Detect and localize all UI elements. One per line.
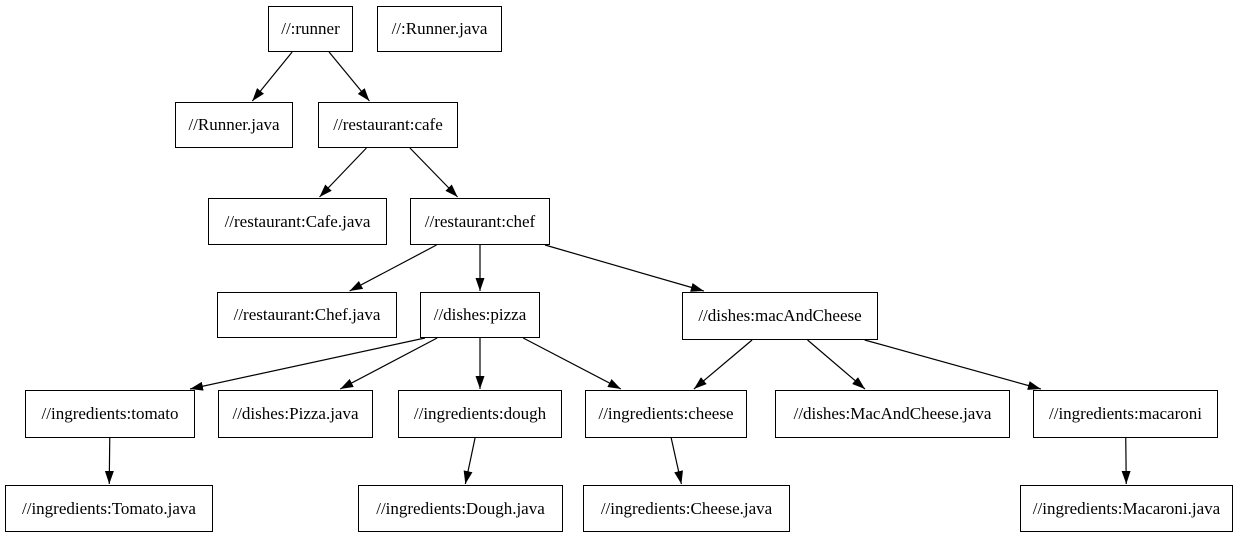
node-label: //dishes:Pizza.java <box>232 404 359 423</box>
graph-node-cafe: //restaurant:cafe <box>318 102 458 148</box>
node-label: //ingredients:tomato <box>41 404 179 423</box>
graph-node-cheese: //ingredients:cheese <box>585 390 747 438</box>
node-label: //ingredients:Macaroni.java <box>1032 498 1221 518</box>
node-label: //:Runner.java <box>391 19 488 38</box>
graph-edge-mac-and-cheese-to-mac-and-cheese-java <box>807 339 866 390</box>
graph-node-mac-and-cheese: //dishes:macAndCheese <box>682 292 878 340</box>
graph-edge-mac-and-cheese-to-cheese <box>693 339 753 390</box>
node-label: //ingredients:dough <box>413 404 547 423</box>
graph-edge-cafe-to-chef <box>409 147 459 198</box>
graph-node-runner-java-file: //:Runner.java <box>377 6 502 52</box>
graph-node-pizza: //dishes:pizza <box>420 292 540 338</box>
graph-edge-pizza-to-pizza-java <box>339 337 438 390</box>
graph-node-cafe-java: //restaurant:Cafe.java <box>208 198 387 245</box>
graph-edge-dough-to-dough-java <box>463 437 476 485</box>
graph-edge-pizza-to-cheese <box>522 337 622 390</box>
node-label: //restaurant:Cafe.java <box>224 211 371 231</box>
graph-node-chef-java: //restaurant:Chef.java <box>217 292 397 338</box>
node-label: //Runner.java <box>188 115 280 134</box>
node-label: //restaurant:chef <box>424 211 536 231</box>
graph-node-pizza-java: //dishes:Pizza.java <box>218 390 373 438</box>
graph-edge-chef-to-mac-and-cheese <box>544 244 704 292</box>
node-label: //ingredients:Tomato.java <box>22 498 196 518</box>
graph-node-dough: //ingredients:dough <box>398 390 562 438</box>
graph-edge-cheese-to-cheese-java <box>670 437 683 485</box>
node-label: //restaurant:Chef.java <box>233 305 381 324</box>
graph-node-tomato-java: //ingredients:Tomato.java <box>5 485 213 532</box>
graph-node-macaroni-java: //ingredients:Macaroni.java <box>1020 485 1233 532</box>
node-label: //restaurant:cafe <box>333 115 443 134</box>
graph-node-runner: //:runner <box>268 6 353 52</box>
graph-edge-pizza-to-tomato <box>189 337 426 391</box>
graph-edge-runner-to-runner-java <box>251 51 293 102</box>
graph-node-mac-and-cheese-java: //dishes:MacAndCheese.java <box>775 390 1010 438</box>
node-label: //ingredients:cheese <box>598 404 734 423</box>
node-label: //ingredients:Cheese.java <box>600 498 773 518</box>
node-label: //:runner <box>281 19 340 38</box>
graph-node-cheese-java: //ingredients:Cheese.java <box>583 485 790 532</box>
graph-node-macaroni: //ingredients:macaroni <box>1033 390 1218 438</box>
node-label: //dishes:pizza <box>433 305 527 324</box>
graph-edge-runner-to-cafe <box>328 51 370 102</box>
graph-edge-mac-and-cheese-to-macaroni <box>864 339 1042 390</box>
node-label: //ingredients:macaroni <box>1049 404 1202 423</box>
node-label: //ingredients:Dough.java <box>376 498 545 518</box>
node-label: //dishes:macAndCheese <box>698 306 862 325</box>
graph-node-tomato: //ingredients:tomato <box>25 390 195 438</box>
graph-edge-cafe-to-cafe-java <box>319 147 367 198</box>
graph-node-dough-java: //ingredients:Dough.java <box>358 485 563 532</box>
graph-edge-chef-to-chef-java <box>349 244 437 292</box>
graph-node-chef: //restaurant:chef <box>410 198 550 245</box>
node-label: //dishes:MacAndCheese.java <box>793 404 992 423</box>
graph-node-runner-java: //Runner.java <box>175 102 293 148</box>
